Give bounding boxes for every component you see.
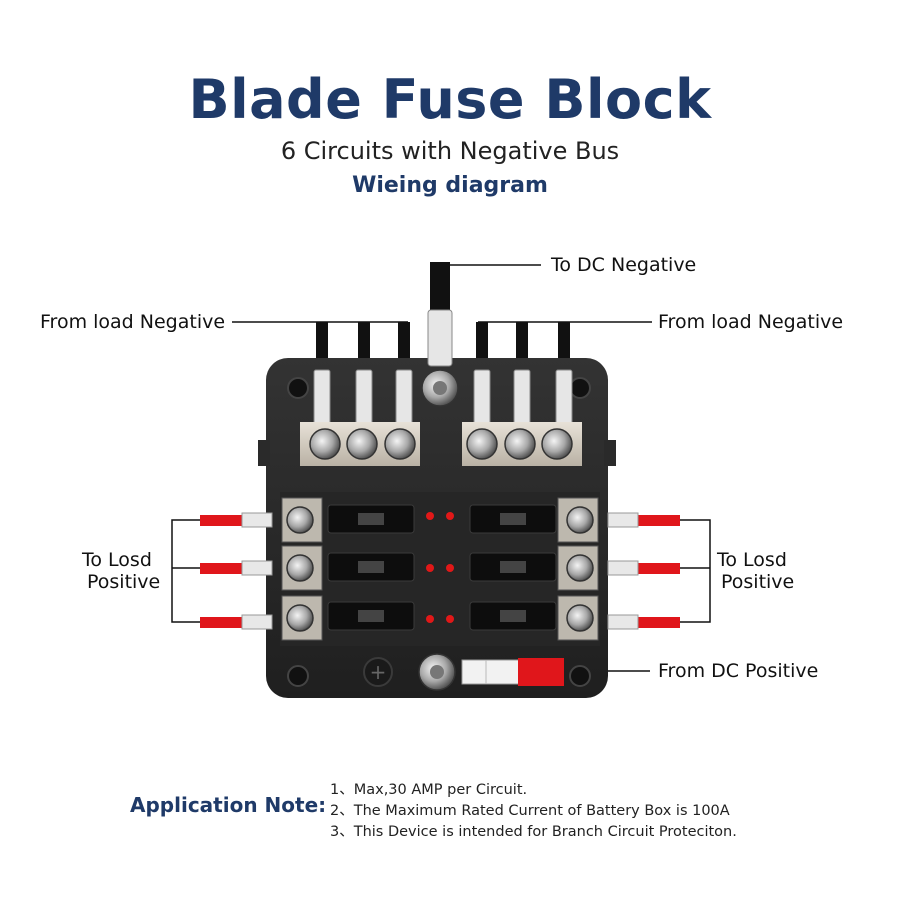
indicator-leds: [426, 512, 454, 623]
application-note-heading: Application Note:: [130, 793, 327, 817]
application-note-item-3: 3、This Device is intended for Branch Cir…: [330, 824, 737, 840]
fuse-slots: [280, 492, 600, 646]
load-positive-wires: [200, 512, 680, 630]
label-to-dc-negative: To DC Negative: [551, 254, 697, 276]
diagram-subtitle: 6 Circuits with Negative Bus: [280, 137, 620, 165]
dc-positive-wire: [461, 658, 564, 686]
application-note-item-2: 2、The Maximum Rated Current of Battery B…: [330, 803, 730, 819]
bus-screws: [309, 428, 573, 460]
label-from-dc-positive: From DC Positive: [658, 660, 819, 682]
label-to-load-positive-left-line1: To Losd: [82, 549, 152, 571]
diagram-title: Blade Fuse Block: [188, 68, 712, 131]
svg-text:+: +: [370, 660, 387, 684]
label-to-load-positive-right-line1: To Losd: [717, 549, 787, 571]
label-to-load-positive-right-line2: Positive: [721, 571, 795, 593]
positive-terminals: [281, 497, 599, 641]
diagram-subtitle-wiring: Wieing diagram: [352, 173, 548, 198]
application-note-item-1: 1、Max,30 AMP per Circuit.: [330, 782, 528, 798]
label-from-load-negative-left: From load Negative: [40, 311, 226, 333]
wire-lugs: [313, 309, 573, 425]
label-to-load-positive-left-line2: Positive: [87, 571, 161, 593]
label-from-load-negative-right: From load Negative: [658, 311, 844, 333]
